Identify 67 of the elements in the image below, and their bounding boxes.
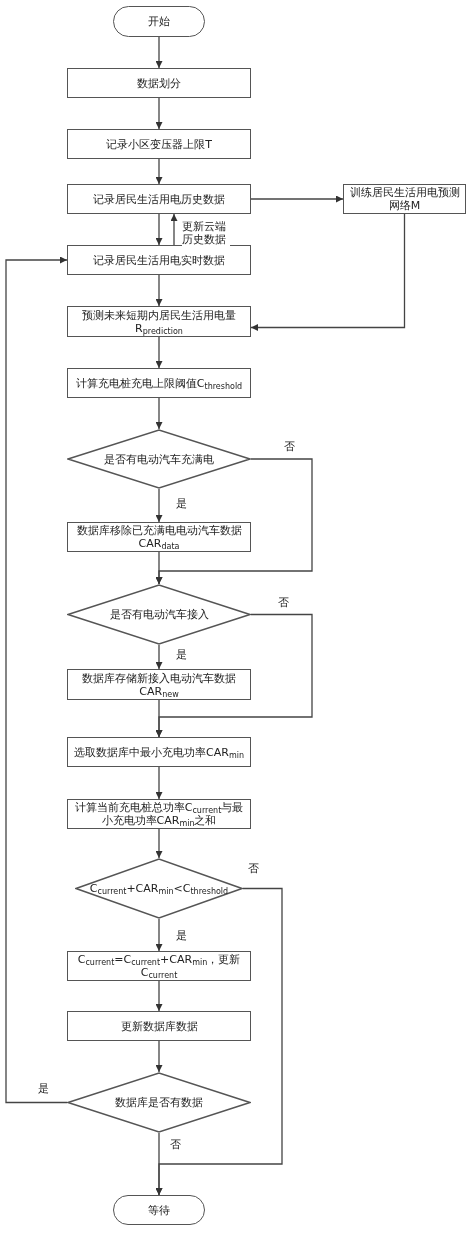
- arrow: [250, 195, 344, 203]
- process-box: [67, 306, 251, 337]
- decision-text: 是否有电动汽车接入: [108, 608, 210, 621]
- arrow: [155, 336, 163, 369]
- process-box: [67, 184, 251, 214]
- arrow: [5, 256, 68, 1104]
- process-box: [67, 245, 251, 275]
- terminal-box: [113, 6, 205, 37]
- process-box: [67, 129, 251, 159]
- arrow: [170, 213, 178, 246]
- arrow: [155, 828, 163, 859]
- terminal-box: [113, 1195, 205, 1225]
- step-text: 选取数据库中最小充电功率CAR$_{min}$: [73, 745, 245, 759]
- decision-diamond: [67, 429, 251, 489]
- edge-label: 否: [170, 1138, 181, 1151]
- arrow: [155, 488, 163, 523]
- edge-label: 否: [248, 862, 259, 875]
- arrow: [155, 158, 163, 185]
- process-box: [67, 68, 251, 98]
- arrow: [155, 551, 163, 585]
- process-box: [67, 522, 251, 552]
- arrow: [155, 36, 163, 69]
- edge-label: 否: [278, 596, 289, 609]
- step-text: 数据库移除已充满电电动汽车数据CAR$_{data}$: [75, 524, 243, 550]
- step-text: 记录居民生活用电历史数据: [92, 192, 226, 206]
- step-text: 计算当前充电桩总功率C$_{current}$与最小充电功率CAR$_{min}$之和: [73, 801, 245, 827]
- decision-text: 是否有电动汽车充满电: [103, 452, 215, 466]
- arrow: [155, 1132, 163, 1196]
- decision-diamond: [67, 1072, 251, 1133]
- arrow: [155, 1040, 163, 1073]
- decision-diamond: [75, 858, 243, 919]
- decision-text: C$_{current}$+CAR$_{min}$<C$_{threshold}$: [88, 882, 230, 895]
- decision-diamond: [67, 584, 251, 645]
- step-text: C$_{current}$=C$_{current}$+CAR$_{min}$，更新C$_{current}$: [76, 953, 242, 979]
- step-text: 训练居民生活用电预测网络M: [348, 186, 461, 212]
- arrow: [155, 397, 163, 430]
- step-text: 记录居民生活用电实时数据: [92, 253, 226, 267]
- step-text: 计算充电桩充电上限阈值C$_{threshold}$: [74, 376, 244, 390]
- arrow: [155, 766, 163, 800]
- edge-label: 更新云端历史数据: [182, 220, 230, 246]
- edge-label: 是: [176, 929, 187, 942]
- step-text: 记录小区变压器上限T: [105, 137, 213, 151]
- edge-label: 是: [176, 497, 187, 510]
- arrow: [155, 213, 163, 246]
- decision-text: 数据库是否有数据: [114, 1096, 204, 1109]
- step-text: 开始: [147, 15, 171, 28]
- step-text: 数据划分: [136, 76, 182, 90]
- arrow: [155, 980, 163, 1012]
- step-text: 数据库存储新接入电动汽车数据CAR$_{new}$: [81, 671, 237, 698]
- arrow: [250, 213, 406, 331]
- arrow: [155, 699, 163, 738]
- step-text: 更新数据库数据: [119, 1019, 199, 1033]
- edge-label: 否: [284, 440, 295, 453]
- arrow: [155, 274, 163, 307]
- edge-label: 是: [38, 1082, 49, 1095]
- process-box: [67, 737, 251, 767]
- arrow: [155, 97, 163, 130]
- process-box: [67, 799, 251, 829]
- step-text: 等待: [147, 1203, 171, 1217]
- edge-label: 是: [176, 648, 187, 661]
- process-box: [67, 669, 251, 700]
- process-box: [67, 951, 251, 981]
- step-text: 预测未来短期内居民生活用电量R$_{prediction}$: [81, 308, 237, 335]
- arrow: [155, 644, 163, 670]
- arrow: [155, 918, 163, 952]
- process-box: [67, 1011, 251, 1041]
- process-box: [67, 368, 251, 398]
